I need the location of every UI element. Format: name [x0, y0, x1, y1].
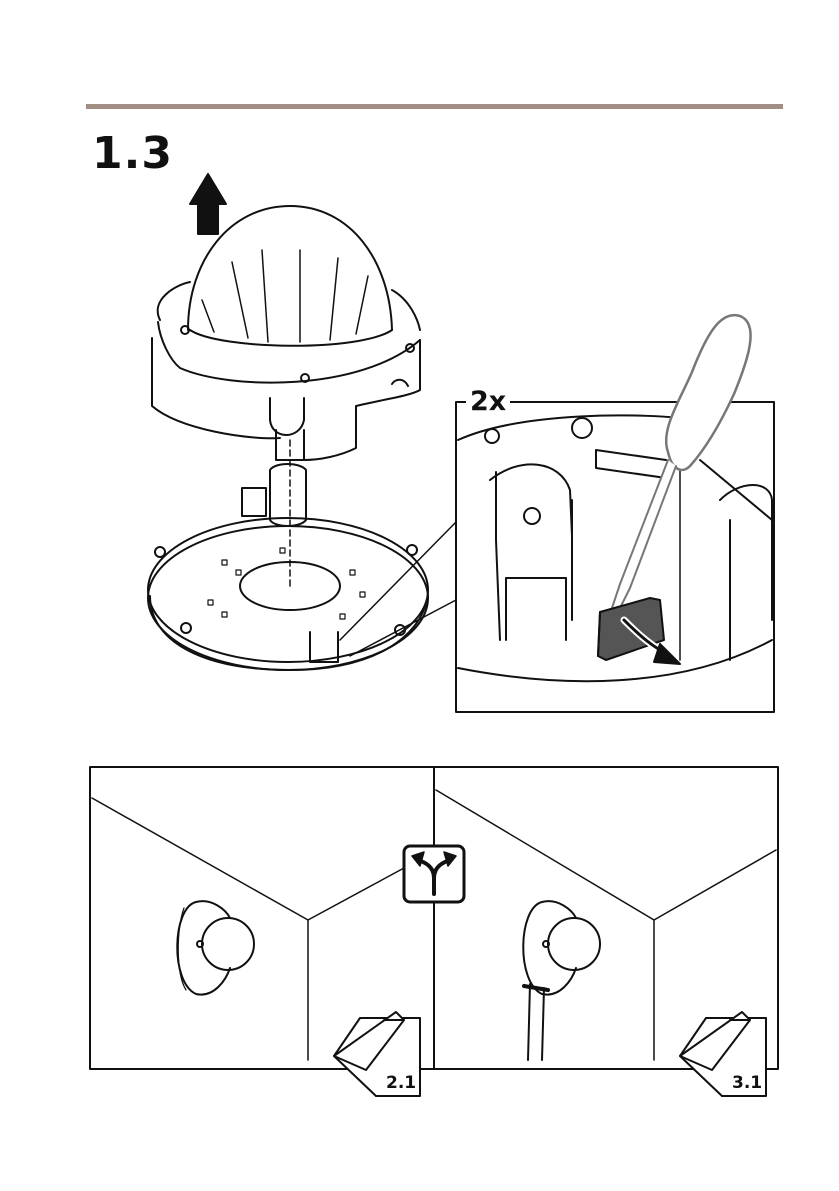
dome-camera-wall-mount — [177, 901, 254, 994]
mounting-base — [148, 464, 428, 670]
arrow-up-icon — [190, 174, 226, 234]
option-a-reference[interactable]: 2.1 — [386, 1075, 416, 1092]
option-b-reference[interactable]: 3.1 — [732, 1075, 762, 1092]
dome-cover — [152, 206, 420, 460]
multiplier-label: 2x — [466, 388, 510, 415]
detail-frame — [456, 402, 774, 712]
fork-arrow-icon[interactable] — [404, 846, 464, 902]
dome-camera-wall-mount-with-conduit — [523, 901, 600, 1060]
